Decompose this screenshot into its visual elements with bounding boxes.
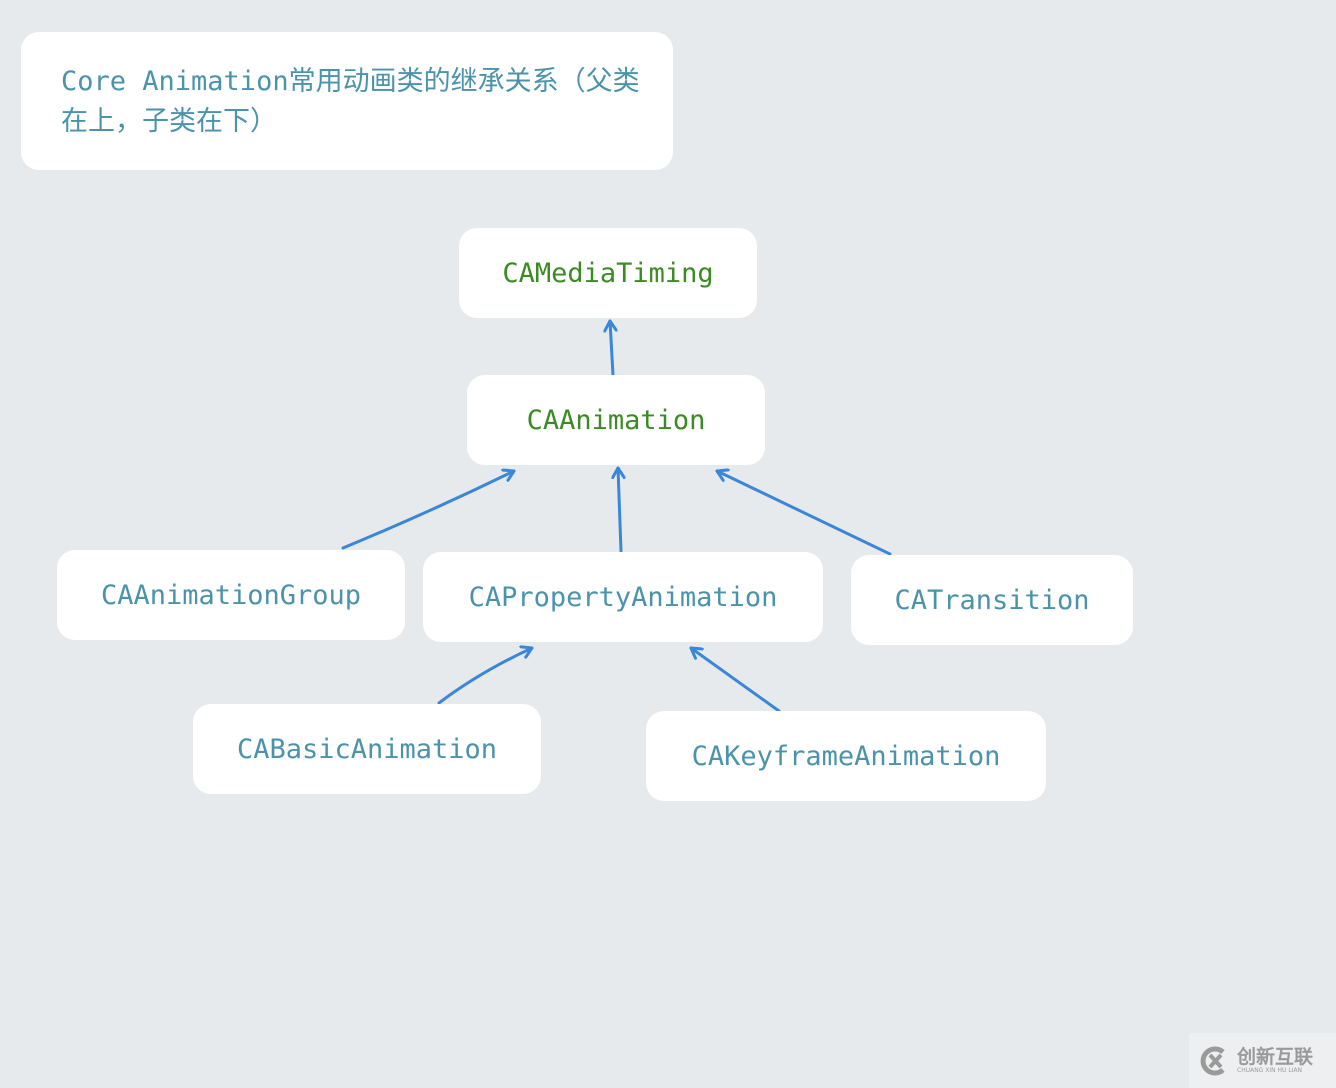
node-catransition: CATransition — [851, 555, 1133, 645]
diagram-title: Core Animation常用动画类的继承关系（父类在上，子类在下） — [21, 32, 673, 170]
node-capropertyanimation: CAPropertyAnimation — [423, 552, 823, 642]
watermark-en: CHUANG XIN HU LIAN — [1237, 1066, 1303, 1074]
node-caanimation: CAAnimation — [467, 375, 765, 465]
arrow-basic-to-property — [437, 648, 534, 705]
arrow-group-to-animation — [341, 471, 516, 550]
node-cabasicanimation: CABasicAnimation — [193, 704, 541, 794]
node-cakeyframeanimation: CAKeyframeAnimation — [646, 711, 1046, 801]
arrow-transition-to-animation — [715, 471, 892, 556]
watermark-logo-icon — [1200, 1046, 1225, 1075]
watermark: 创新互联 CHUANG XIN HU LIAN — [1189, 1033, 1336, 1088]
watermark-cn: 创新互联 — [1237, 1045, 1314, 1068]
node-camediatiming: CAMediaTiming — [459, 228, 757, 318]
arrow-keyframe-to-property — [689, 646, 781, 713]
arrow-animation-to-mediatiming — [610, 319, 613, 377]
node-caanimationgroup: CAAnimationGroup — [57, 550, 405, 640]
arrow-property-to-animation — [618, 466, 621, 553]
